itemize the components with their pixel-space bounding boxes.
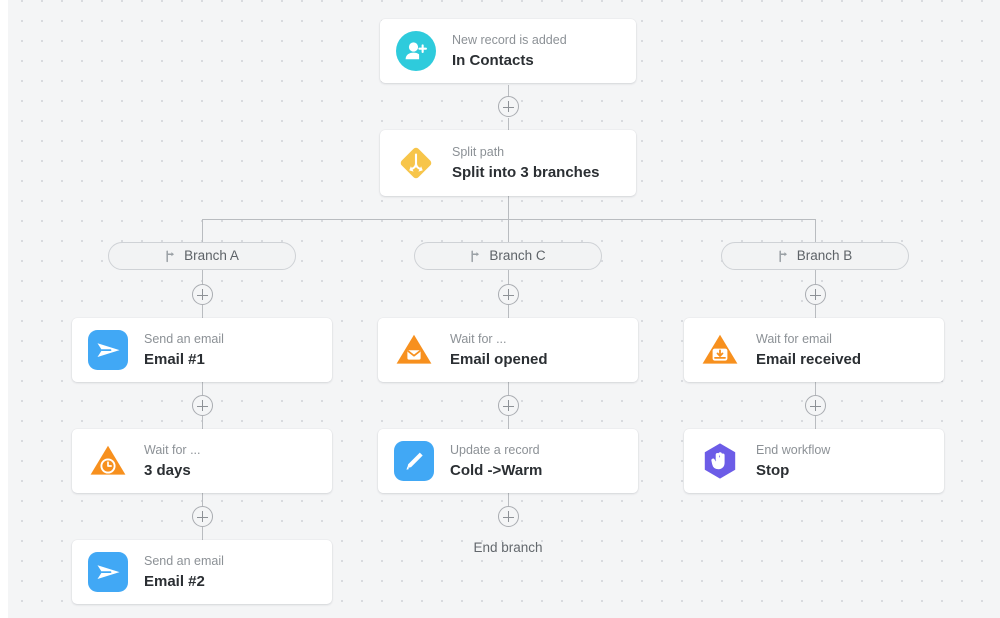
connector-add-to-split <box>508 118 509 130</box>
add-step-button-a-2[interactable] <box>191 395 213 416</box>
node-split-path-title: Split into 3 branches <box>452 164 600 181</box>
card-branch-a-step-1[interactable]: Send an email Email #1 <box>72 318 332 382</box>
node-trigger[interactable]: New record is added In Contacts <box>380 19 636 83</box>
node-split-path-subtitle: Split path <box>452 145 505 159</box>
card-branch-c-step-2[interactable]: Update a record Cold ->Warm <box>378 429 638 493</box>
person-add-icon <box>396 31 436 71</box>
branch-pill-c-label: Branch C <box>489 248 546 263</box>
connector-c-card2-to-add3 <box>508 493 509 506</box>
card-branch-b-step-2[interactable]: End workflow Stop <box>684 429 944 493</box>
end-branch-label: End branch <box>473 540 543 555</box>
pencil-icon <box>394 441 434 481</box>
connector-a-card2-to-add3 <box>202 493 203 506</box>
branch-icon <box>471 249 480 262</box>
card-title: Email opened <box>450 351 548 368</box>
branch-pill-c[interactable]: Branch C <box>414 242 602 270</box>
card-branch-a-step-2-text: Wait for ... 3 days <box>144 442 213 480</box>
branch-pill-b[interactable]: Branch B <box>721 242 909 270</box>
card-subtitle: Update a record <box>450 443 540 457</box>
connector-c-add1-to-card1 <box>508 305 509 318</box>
paper-plane-icon <box>88 330 128 370</box>
paper-plane-icon <box>88 552 128 592</box>
node-trigger-text: New record is added In Contacts <box>452 32 579 70</box>
connector-split-down <box>508 196 509 219</box>
card-branch-b-step-1-text: Wait for email Email received <box>756 331 873 369</box>
card-title: Email #2 <box>144 573 205 590</box>
add-step-button-b-2[interactable] <box>804 395 826 416</box>
node-trigger-subtitle: New record is added <box>452 33 567 47</box>
connector-b-card1-to-add2 <box>815 382 816 395</box>
clock-icon <box>88 441 128 481</box>
add-step-button-a-3[interactable] <box>191 506 213 527</box>
card-branch-b-step-2-text: End workflow Stop <box>756 442 842 480</box>
card-branch-c-step-1-text: Wait for ... Email opened <box>450 331 560 369</box>
card-subtitle: Wait for ... <box>450 332 507 346</box>
card-subtitle: Wait for email <box>756 332 832 346</box>
connector-b-add2-to-card2 <box>815 416 816 429</box>
connector-a-card1-to-add2 <box>202 382 203 395</box>
card-title: Stop <box>756 462 790 479</box>
add-step-button-c-2[interactable] <box>497 395 519 416</box>
connector-a-add3-to-card3 <box>202 527 203 540</box>
connector-bus-to-branch-c <box>508 219 509 243</box>
branch-pill-a[interactable]: Branch A <box>108 242 296 270</box>
card-subtitle: Send an email <box>144 554 224 568</box>
card-branch-a-step-2[interactable]: Wait for ... 3 days <box>72 429 332 493</box>
connector-c-branch-to-add1 <box>508 270 509 284</box>
card-branch-c-step-1[interactable]: Wait for ... Email opened <box>378 318 638 382</box>
branch-pill-b-label: Branch B <box>796 248 853 263</box>
node-split-path[interactable]: Split path Split into 3 branches <box>380 130 636 196</box>
branch-icon <box>779 249 787 262</box>
card-subtitle: End workflow <box>756 443 831 457</box>
inbox-download-icon <box>700 330 740 370</box>
connector-branch-bus <box>202 219 816 220</box>
card-branch-a-step-1-text: Send an email Email #1 <box>144 331 236 369</box>
connector-bus-to-branch-b <box>815 219 816 243</box>
card-title: Cold ->Warm <box>450 462 543 479</box>
add-step-button-after-trigger[interactable] <box>497 96 519 117</box>
add-step-button-c-3[interactable] <box>497 506 519 527</box>
connector-a-add2-to-card2 <box>202 416 203 429</box>
add-step-button-c-1[interactable] <box>497 284 519 305</box>
card-branch-c-step-2-text: Update a record Cold ->Warm <box>450 442 554 480</box>
connector-a-branch-to-add1 <box>202 270 203 284</box>
stop-hand-icon <box>700 441 740 481</box>
connector-c-add2-to-card2 <box>508 416 509 429</box>
node-split-path-text: Split path Split into 3 branches <box>452 144 612 182</box>
card-branch-a-step-3-text: Send an email Email #2 <box>144 553 236 591</box>
add-step-button-a-1[interactable] <box>191 284 213 305</box>
card-subtitle: Wait for ... <box>144 443 201 457</box>
connector-c-card1-to-add2 <box>508 382 509 395</box>
branch-icon <box>166 249 175 262</box>
card-subtitle: Send an email <box>144 332 224 346</box>
connector-trigger-to-add <box>508 85 509 96</box>
canvas-left-gutter <box>0 0 8 618</box>
connector-a-add1-to-card1 <box>202 305 203 318</box>
branch-pill-a-label: Branch A <box>184 248 239 263</box>
card-title: Email #1 <box>144 351 205 368</box>
envelope-icon <box>394 330 434 370</box>
card-branch-b-step-1[interactable]: Wait for email Email received <box>684 318 944 382</box>
card-title: Email received <box>756 351 862 368</box>
add-step-button-b-1[interactable] <box>804 284 826 305</box>
node-trigger-title: In Contacts <box>452 52 534 69</box>
card-title: 3 days <box>144 462 191 479</box>
split-path-icon <box>396 143 436 183</box>
connector-bus-to-branch-a <box>202 219 203 243</box>
connector-b-add1-to-card1 <box>815 305 816 318</box>
card-branch-a-step-3[interactable]: Send an email Email #2 <box>72 540 332 604</box>
connector-b-branch-to-add1 <box>815 270 816 284</box>
